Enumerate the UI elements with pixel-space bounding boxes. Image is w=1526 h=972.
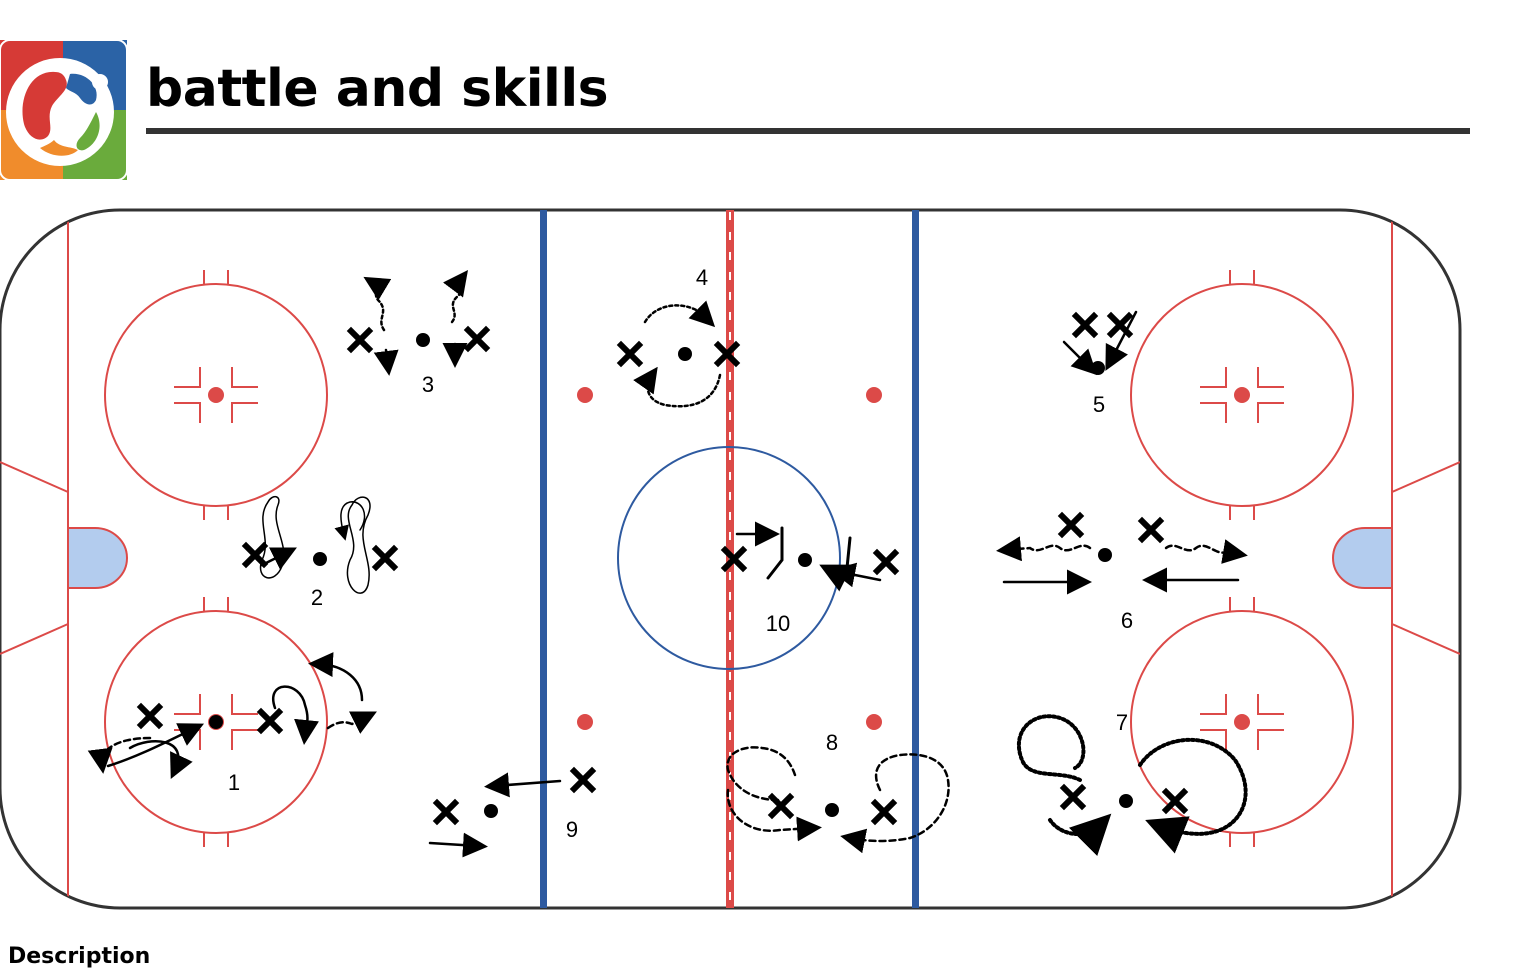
- neutral-dot: [577, 387, 593, 403]
- faceoff-dot: [208, 387, 224, 403]
- center-circle: [617, 446, 841, 670]
- blue-line-left: [540, 210, 547, 908]
- station-label: 10: [766, 611, 790, 636]
- neutral-dot: [577, 714, 593, 730]
- goal-crease-right: [1332, 527, 1393, 589]
- description-heading: Description: [8, 944, 151, 969]
- faceoff-dot: [1234, 387, 1250, 403]
- station-label: 6: [1121, 608, 1133, 633]
- dot-icon: [209, 333, 1133, 818]
- station-label: 1: [228, 770, 240, 795]
- station-label: 2: [311, 585, 323, 610]
- page-title: battle and skills: [146, 59, 609, 119]
- station-label: 4: [696, 265, 708, 290]
- station-label: 8: [826, 730, 838, 755]
- faceoff-circle: [104, 270, 1354, 847]
- app-logo-icon: [0, 39, 128, 181]
- x-mark-icon: [136, 311, 1189, 826]
- faceoff-dot: [1234, 714, 1250, 730]
- station-label: 9: [566, 817, 578, 842]
- title-divider: [146, 128, 1470, 134]
- neutral-dot: [866, 387, 882, 403]
- blue-line-right: [912, 210, 919, 908]
- station-label: 7: [1116, 710, 1128, 735]
- goal-crease-left: [67, 527, 128, 589]
- station-label: 3: [422, 372, 434, 397]
- neutral-dot: [866, 714, 882, 730]
- station-label: 5: [1093, 392, 1105, 417]
- rink-diagram: 1 2 3 4 5 6 7 8 9 10: [0, 208, 1462, 910]
